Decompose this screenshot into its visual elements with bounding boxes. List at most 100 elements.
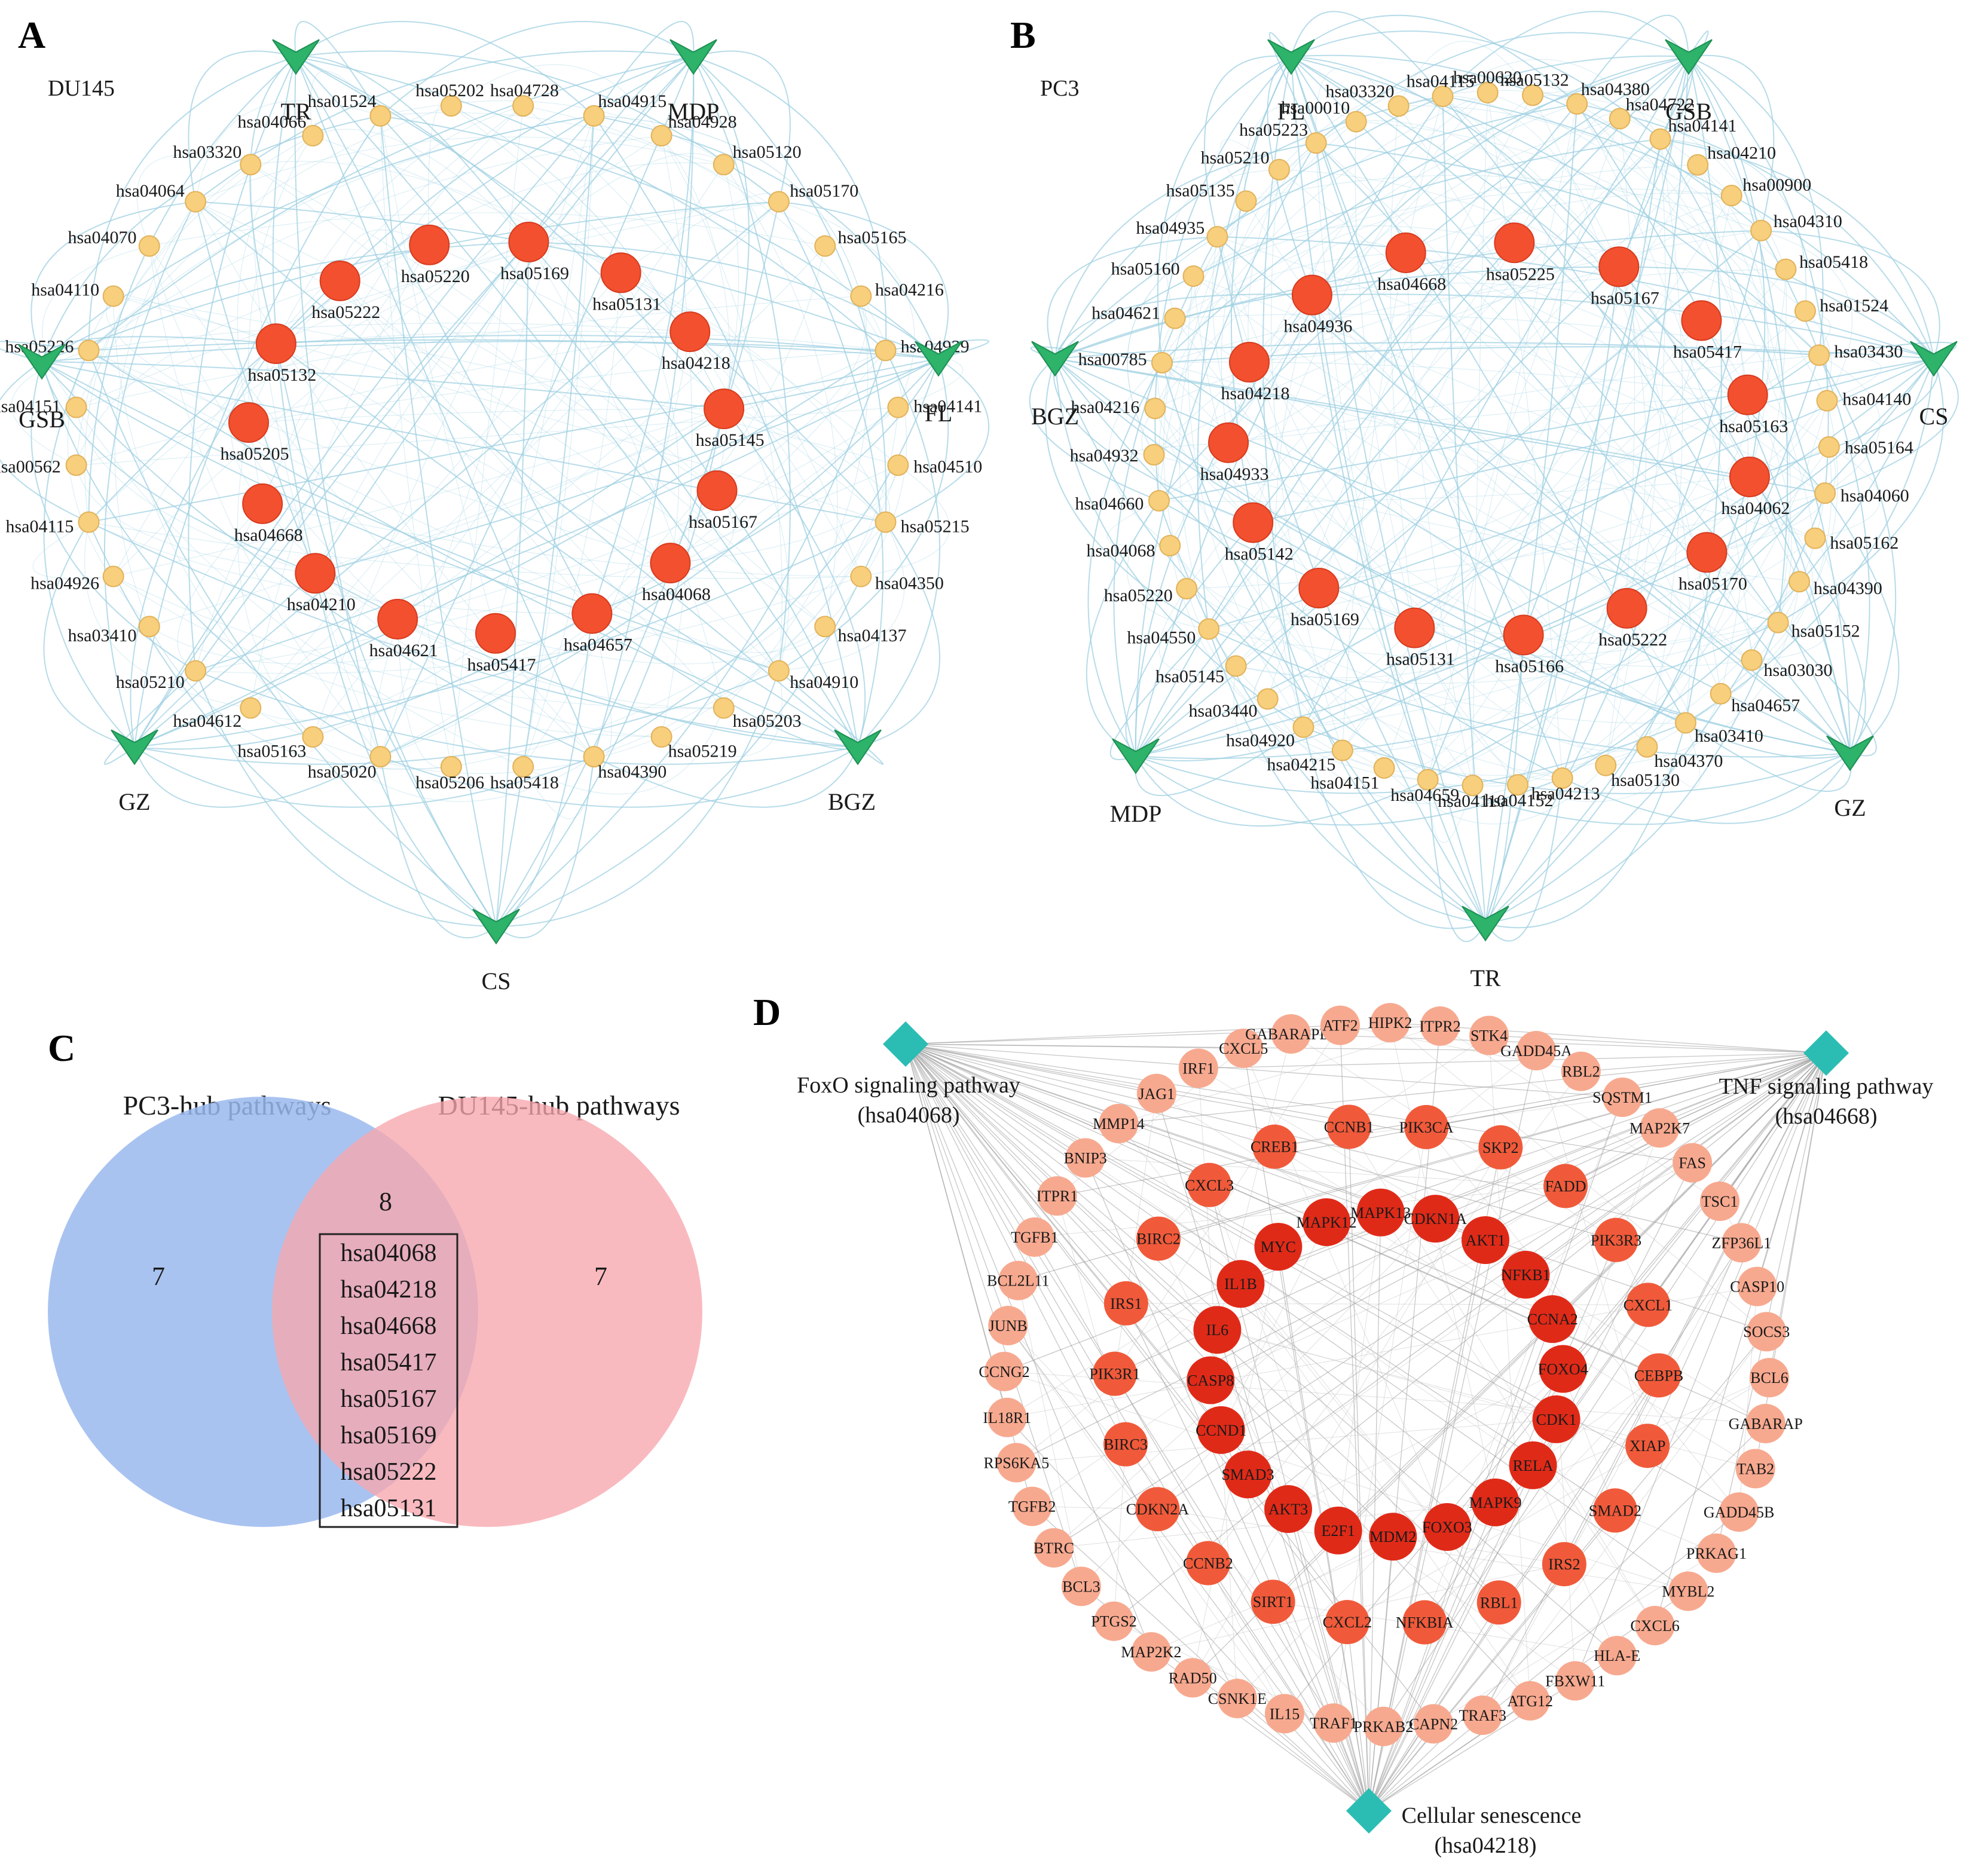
pathway-node (1144, 397, 1166, 420)
gene-node-outer (1178, 1048, 1218, 1088)
hub-pathway-node (704, 388, 745, 430)
network-edge (1236, 608, 1627, 678)
gene-label: ITPR2 (1419, 1018, 1460, 1035)
network-edge (1054, 341, 1820, 359)
gene-label: MAPK9 (1469, 1494, 1522, 1511)
gene-label: PIK3CA (1399, 1119, 1454, 1136)
network-edge (295, 56, 779, 671)
pathway-label: hsa05210 (1201, 148, 1270, 168)
network-edge (1135, 722, 1686, 794)
network-edge (1054, 358, 1304, 728)
gene-node-outer (1061, 1566, 1101, 1606)
hub-pathway-node (242, 483, 283, 524)
tnf-pathway-node (1803, 1030, 1849, 1076)
pathway-node (814, 235, 836, 257)
network-edge (1427, 446, 1830, 781)
gene-label: RELA (1513, 1457, 1554, 1474)
gene-node-inner (1528, 1295, 1577, 1344)
network-edge (113, 105, 524, 577)
gene-node-middle (1103, 1281, 1148, 1326)
network-edge (130, 343, 277, 748)
network-edge (1169, 545, 1415, 629)
gene-edge (905, 1043, 1157, 1094)
venn-shared-pathway: hsa04218 (341, 1276, 437, 1303)
network-edge (1135, 622, 1779, 760)
network-edge (1157, 318, 1254, 523)
network-edge (594, 115, 861, 296)
network-edge (397, 619, 452, 769)
gene-node-outer (1673, 1143, 1713, 1183)
pathway-label: hsa04920 (1226, 730, 1295, 750)
pathway-label: hsa03030 (1764, 660, 1833, 680)
network-edge (1315, 67, 1399, 143)
hub-pathway-node (1686, 532, 1728, 573)
hub-pathway-node (1494, 222, 1535, 264)
network-edge (41, 361, 779, 672)
pathway-label: hsa04115 (1407, 71, 1475, 91)
hub-pathway-label: hsa04218 (662, 353, 730, 373)
gene-label: CXCL1 (1624, 1296, 1673, 1314)
network-edge (1619, 266, 1934, 359)
pathway-node (1462, 775, 1484, 797)
pathway-label: hsa05215 (901, 516, 970, 536)
network-edge (195, 244, 430, 671)
hub-pathway-node (571, 593, 613, 634)
network-edge (380, 115, 496, 634)
pathway-label: hsa05160 (1111, 259, 1180, 279)
hub-pathway-node (600, 252, 641, 293)
network-edge (1045, 358, 1209, 630)
foxo-pathway-id: (hsa04068) (858, 1103, 960, 1128)
gene-edge (1210, 1052, 1827, 1381)
herb-node-gz (111, 729, 158, 766)
pathway-node (1206, 226, 1228, 248)
pathway-label: hsa04060 (1841, 486, 1909, 506)
network-edge (1047, 236, 1218, 359)
network-edge (1135, 755, 1563, 826)
network-edge (693, 50, 791, 202)
network-edge (380, 115, 497, 927)
herb-label: GSB (19, 406, 65, 433)
network-edge (1267, 699, 1518, 804)
network-edge (1414, 269, 1786, 629)
gene-edge (1383, 1052, 1827, 1727)
pathway-label: hsa04722 (1626, 94, 1695, 114)
network-edge (1660, 138, 1934, 359)
network-edge (313, 128, 529, 243)
panel-a-cell-line: DU145 (48, 76, 115, 101)
gene-edge (1326, 1052, 1827, 1223)
pathway-label: hsa04550 (1127, 628, 1196, 648)
pathway-node (887, 396, 909, 418)
network-edge (1562, 358, 1934, 779)
network-edge (1303, 358, 1934, 728)
network-edge (1562, 752, 1851, 824)
gene-label: TGFB1 (1011, 1229, 1058, 1246)
herb-label: GZ (118, 788, 150, 815)
network-edge (1485, 139, 1661, 924)
pathway-node (1176, 577, 1198, 599)
gene-node-inner (1197, 1406, 1245, 1454)
pathway-node (1143, 443, 1165, 466)
network-edge (1778, 358, 1945, 623)
gene-label: E2F1 (1322, 1522, 1355, 1540)
network-edge (134, 613, 592, 750)
gene-node-outer (1510, 1681, 1550, 1721)
gene-edge (1536, 1050, 1648, 1446)
pathway-node (1198, 618, 1220, 640)
network-edge (314, 573, 724, 709)
pathway-node (1432, 85, 1454, 108)
network-edge (1228, 394, 1748, 443)
network-edge (1179, 201, 1247, 629)
network-edge (778, 201, 949, 359)
gene-edge (1349, 1127, 1369, 1811)
network-edge (778, 670, 883, 765)
network-edge (1134, 726, 1304, 797)
network-edge (1303, 538, 1815, 728)
pathway-node (1331, 739, 1353, 761)
network-edge (312, 736, 594, 802)
gene-edge (1004, 1371, 1689, 1592)
network-edge (1161, 252, 1406, 363)
network-edge (248, 244, 430, 423)
network-edge (1291, 56, 1620, 268)
herb-node-fl (915, 341, 962, 377)
gene-node-inner (1216, 1260, 1265, 1308)
